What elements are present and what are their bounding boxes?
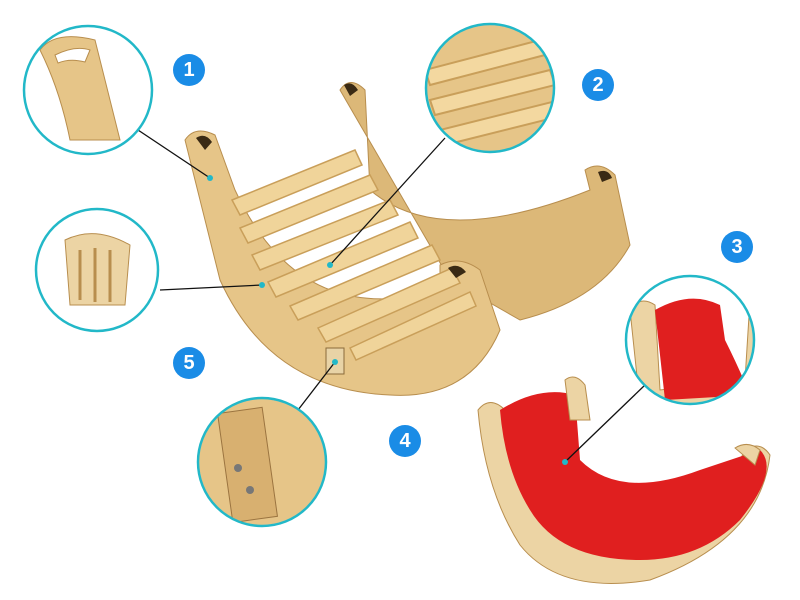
- leader-lines: [137, 129, 646, 463]
- wooden-rocker: [184, 82, 631, 396]
- callout-detail-handle: [25, 27, 151, 153]
- callout-detail-climbing-frame: [37, 210, 157, 330]
- badge-5: 5: [173, 347, 205, 379]
- badge-2: 2: [582, 69, 614, 101]
- badge-1: 1: [173, 54, 205, 86]
- callout-detail-cushion: [627, 277, 753, 403]
- callout-detail-bracket: [199, 399, 325, 525]
- badge-3: 3: [721, 231, 753, 263]
- badge-4: 4: [389, 425, 421, 457]
- callout-dots: [207, 175, 568, 465]
- callout-rings: [22, 22, 756, 528]
- callout-detail-slats: [427, 25, 553, 151]
- rocker-with-cushion: [477, 376, 771, 584]
